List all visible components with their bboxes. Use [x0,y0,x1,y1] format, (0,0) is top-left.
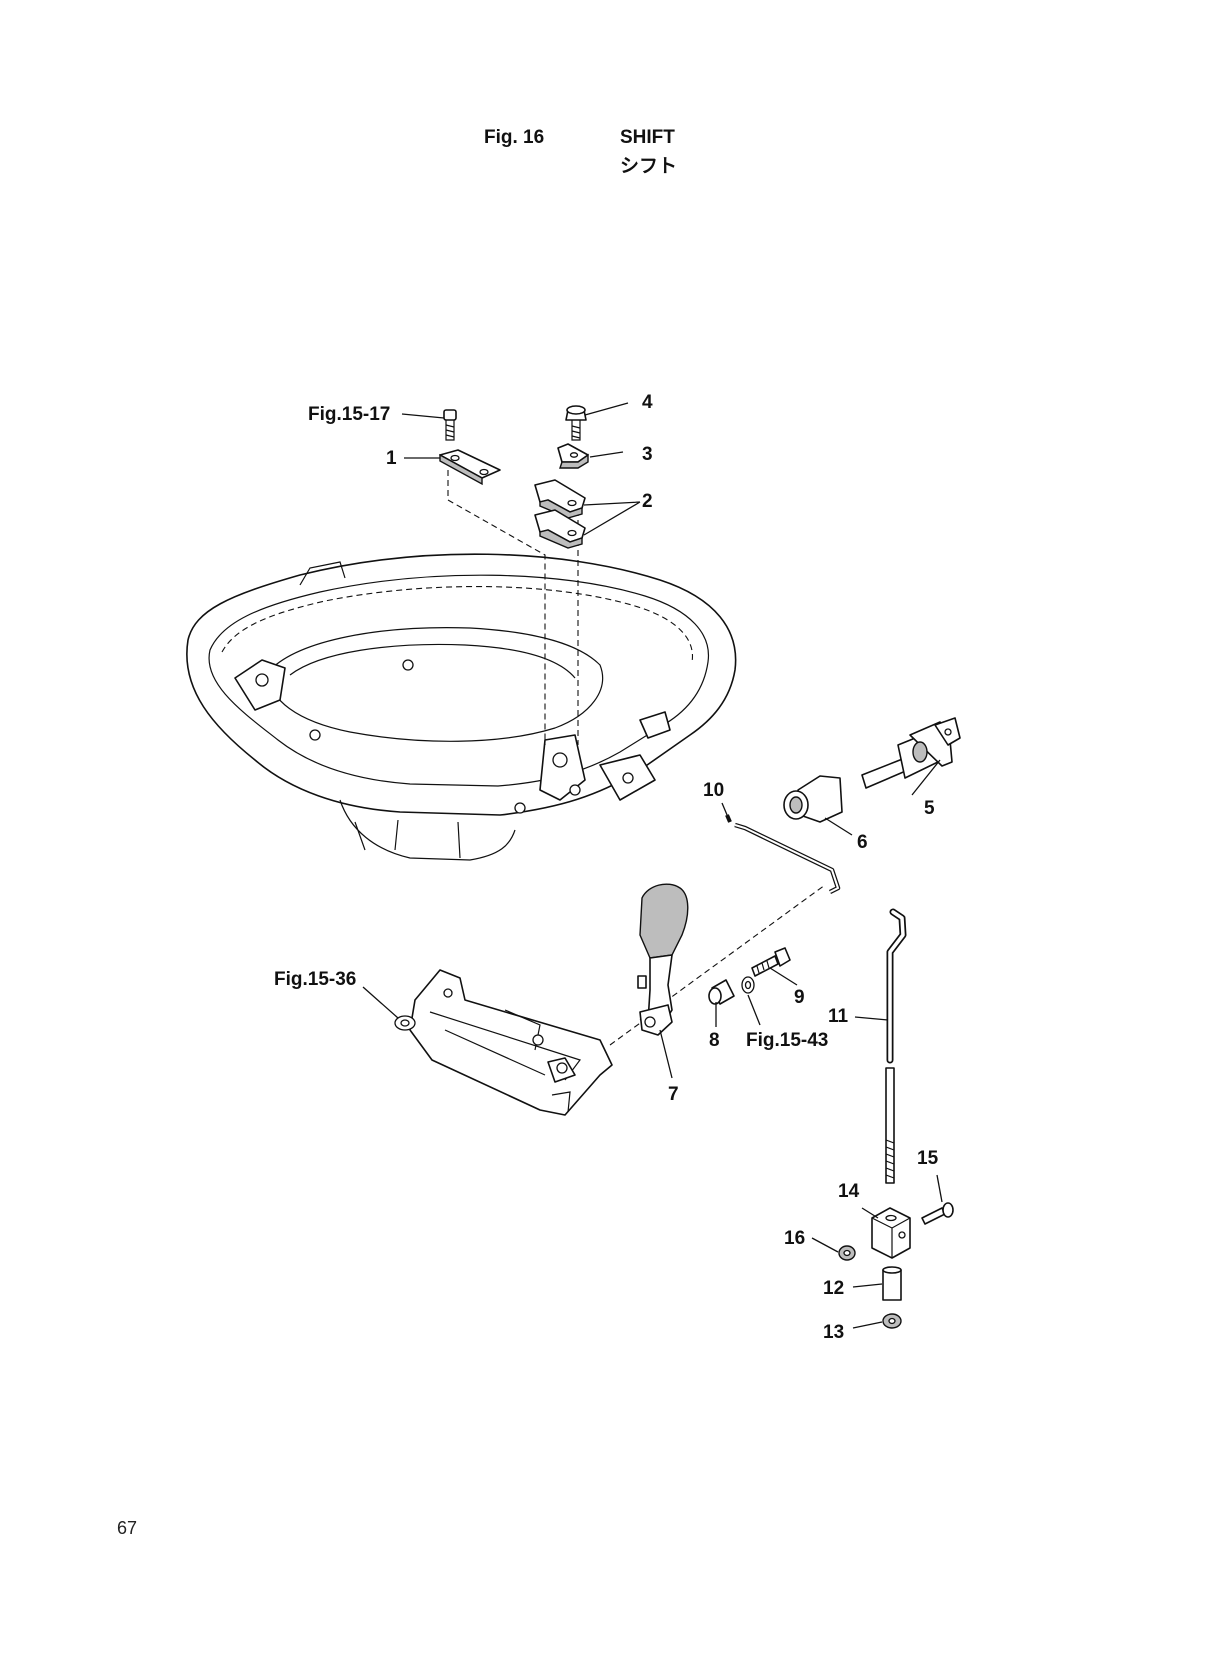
figure-number: Fig. 16 [484,127,545,148]
part-4-bolt [565,405,587,441]
figure-title-japanese: シフト [620,156,678,177]
callout-part-10: 10 [703,780,724,801]
callout-part-7: 7 [668,1084,679,1105]
part-9-bolt-and-washer [741,947,791,994]
callout-part-11: 11 [828,1006,849,1027]
page-number: 67 [117,1518,138,1538]
callout-part-1: 1 [386,448,397,469]
bolt-fig-15-17 [443,409,457,441]
part-1-plate [439,449,501,486]
lower-shift-rod [885,1067,895,1184]
callout-part-6: 6 [857,832,868,853]
figure-title-english: SHIFT [620,127,675,148]
part-5-shift-shaft [861,717,961,789]
part-16-nut [838,1245,856,1261]
callout-part-8: 8 [709,1030,720,1051]
leader-lines [362,402,943,1329]
callout-part-2: 2 [642,491,653,512]
callout-part-13: 13 [823,1322,844,1343]
part-13-nut [882,1313,902,1329]
part-15-screw [921,1202,954,1225]
callout-part-4: 4 [642,392,653,413]
callout-fig-15-17: Fig.15-17 [308,404,390,425]
mount-bracket-fig-15-36 [394,969,613,1116]
callout-part-14: 14 [838,1181,860,1202]
part-6-cap [783,775,843,823]
callout-part-3: 3 [642,444,653,465]
callout-fig-15-43: Fig.15-43 [746,1030,828,1051]
part-12-collar [882,1266,902,1301]
part-3-bracket [557,443,589,469]
bottom-cowl [186,553,737,861]
part-10-wire-rod [725,814,841,895]
part-11-shift-rod [886,908,907,1064]
callout-part-5: 5 [924,798,935,819]
callout-fig-15-36: Fig.15-36 [274,969,356,990]
callout-part-16: 16 [784,1228,805,1249]
part-8-collar [708,979,735,1005]
part-7-shift-lever [637,883,689,1036]
callout-part-12: 12 [823,1278,844,1299]
callout-part-9: 9 [794,987,805,1008]
callout-part-15: 15 [917,1148,939,1169]
part-2-clips [534,479,586,549]
part-14-connector-block [871,1207,911,1259]
